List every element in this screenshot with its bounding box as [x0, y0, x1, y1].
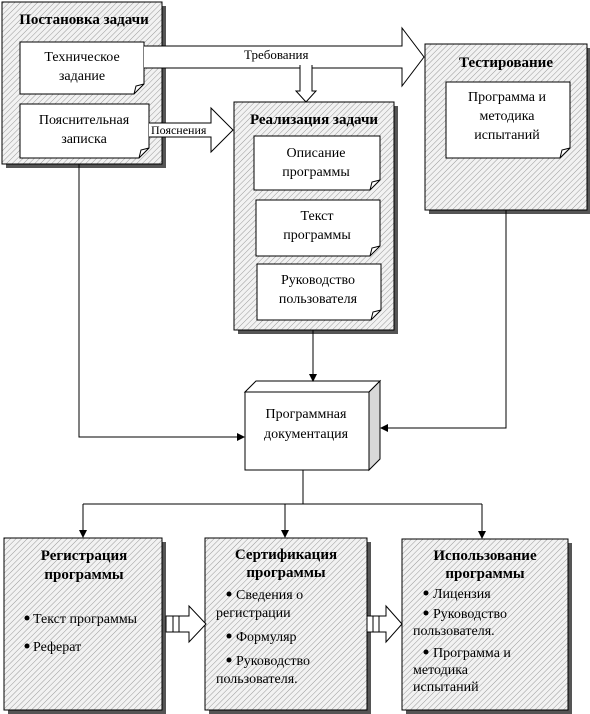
- impl-phase-title: Реализация задачи: [250, 112, 378, 128]
- doc-explanatory-note-line2: записка: [61, 132, 107, 147]
- reg-phase-title-line1: Регистрация: [41, 548, 128, 564]
- doc-explanatory-note-line1: Пояснительная: [39, 113, 130, 128]
- cert-to-use-arrow: [366, 604, 403, 644]
- use-item-pmi-line3: испытаний: [413, 680, 479, 695]
- doc-user-guide-line2: пользователя: [279, 292, 358, 307]
- use-phase-title-line2: программы: [445, 566, 525, 582]
- phase-box-cert: [204, 537, 371, 714]
- phase-box-use: [401, 538, 572, 714]
- doc-user-guide-line1: Руководство: [281, 273, 355, 288]
- cert-phase-title-line1: Сертификация: [235, 547, 337, 563]
- use-item-pmi-line1: Программа и: [433, 646, 511, 661]
- cert-item-guide-line2: пользователя.: [216, 672, 298, 687]
- bullet-icon: [24, 615, 30, 621]
- doc-program-description: [253, 135, 381, 191]
- connector-test-to-docs: [380, 210, 507, 432]
- doc-explanatory-note: [19, 103, 150, 159]
- cert-phase-title-line2: программы: [246, 565, 326, 581]
- use-item-guide-line1: Руководство: [433, 607, 507, 622]
- cert-item-guide-line1: Руководство: [236, 654, 310, 669]
- use-phase-title-line1: Использование: [433, 548, 537, 564]
- bullet-icon: [423, 590, 429, 596]
- reg-phase-title-line2: программы: [44, 567, 124, 583]
- bullet-icon: [226, 633, 232, 639]
- requirements-down-arrow: [294, 65, 318, 103]
- doc-test-program-line1: Программа и: [468, 90, 546, 105]
- doc-test-program-line3: испытаний: [474, 128, 540, 143]
- cert-item-registration-line2: регистрации: [216, 606, 291, 621]
- reg-item-program-text: Текст программы: [33, 612, 138, 627]
- phase-box-reg: [3, 537, 166, 714]
- cert-item-registration-line1: Сведения о: [236, 588, 303, 603]
- test-phase-title: Тестирование: [459, 55, 553, 71]
- explanations-label: Пояснения: [151, 123, 207, 137]
- doc-program-description-line1: Описание: [287, 146, 346, 161]
- explanations-arrow: [149, 106, 234, 154]
- doc-program-description-line2: программы: [282, 165, 350, 180]
- program-documentation-line1: Программная: [266, 407, 347, 422]
- bullet-icon: [226, 591, 232, 597]
- doc-program-text-line2: программы: [283, 228, 351, 243]
- bullet-icon: [423, 649, 429, 655]
- requirements-label: Требования: [244, 47, 308, 62]
- use-item-pmi-line2: методика: [413, 663, 469, 678]
- cert-item-form: Формуляр: [236, 630, 297, 645]
- use-item-license: Лицензия: [433, 587, 491, 602]
- doc-program-text-line1: Текст: [300, 209, 333, 224]
- reg-to-cert-arrow: [165, 604, 207, 644]
- bullet-icon: [24, 643, 30, 649]
- doc-test-program: [445, 81, 571, 159]
- requirements-arrow: [144, 26, 425, 88]
- doc-test-program-line2: методика: [479, 109, 535, 124]
- doc-user-guide: [256, 263, 382, 321]
- connector-task-to-docs: [78, 164, 245, 441]
- program-documentation-line2: документация: [264, 427, 349, 442]
- doc-technical-spec-line1: Техническое: [44, 50, 119, 65]
- bullet-icon: [423, 610, 429, 616]
- doc-technical-spec: [19, 41, 145, 95]
- bullet-icon: [226, 657, 232, 663]
- doc-program-text: [255, 199, 381, 257]
- reg-item-abstract: Реферат: [33, 640, 81, 655]
- program-documentation-box: [243, 379, 382, 472]
- use-item-guide-line2: пользователя.: [413, 624, 495, 639]
- doc-technical-spec-line2: задание: [59, 69, 105, 84]
- task-phase-title: Постановка задачи: [19, 12, 149, 28]
